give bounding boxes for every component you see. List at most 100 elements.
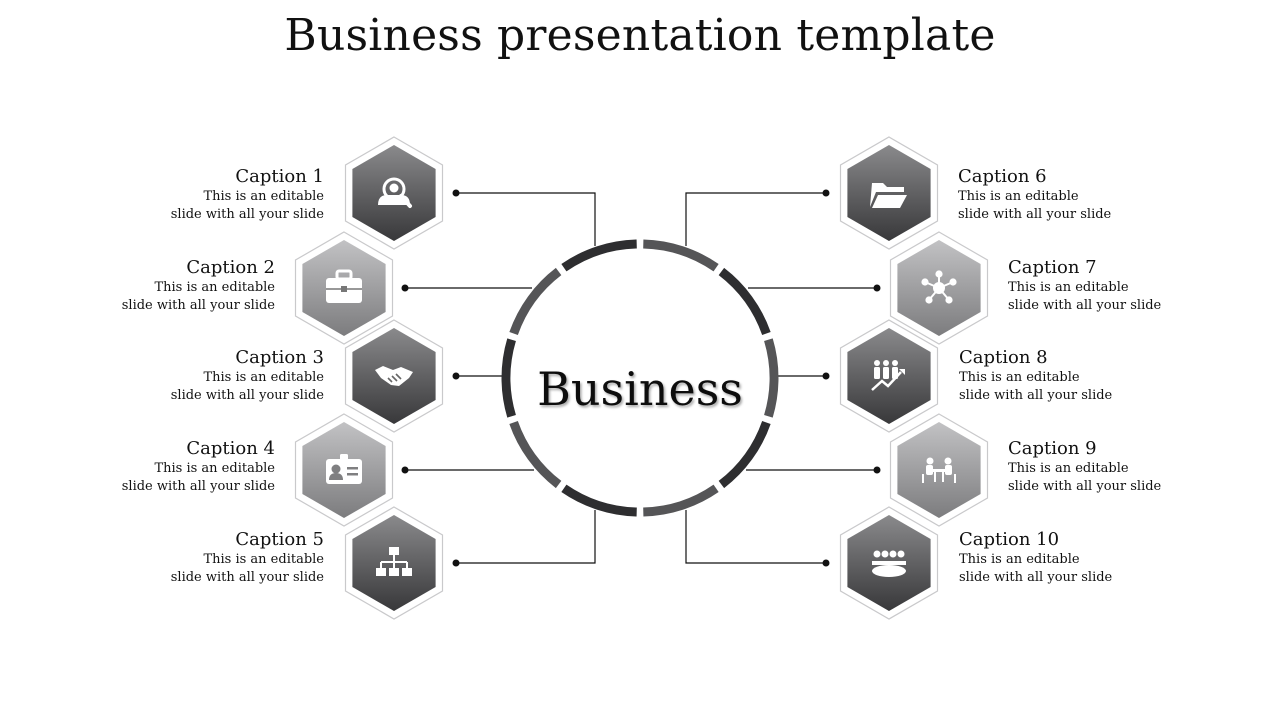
meeting-icon (922, 457, 956, 483)
org-chart-icon (376, 547, 412, 576)
folder-icon-part (872, 195, 907, 208)
network-icon-part (921, 278, 929, 286)
id-card-icon-part (340, 454, 348, 461)
connector-dot (822, 189, 830, 197)
network-icon-part (924, 274, 954, 301)
id-card-icon-part (326, 459, 362, 484)
ring-segment (501, 338, 516, 418)
org-chart-icon-part (389, 568, 399, 576)
conference-icon-part (872, 561, 906, 565)
hexagon-6 (839, 136, 939, 250)
network-icon-part (945, 296, 953, 304)
team-growth-icon-part (871, 371, 902, 391)
org-chart-icon-part (389, 547, 399, 555)
ring-segment (718, 267, 771, 336)
handshake-icon-part (375, 366, 413, 386)
id-card-icon (326, 454, 362, 484)
connector-line (456, 192, 596, 246)
caption-description: This is an editable (958, 189, 1079, 204)
briefcase-icon-part (341, 286, 347, 292)
caption-title: Caption 3 (235, 347, 324, 368)
caption-description: This is an editable (203, 370, 324, 385)
caption-description: This is an editable (1008, 461, 1129, 476)
id-card-icon-part (347, 467, 358, 470)
conference-icon-part (897, 550, 905, 558)
caption-description: This is an editable (203, 552, 324, 567)
caption-description: slide with all your slide (170, 388, 324, 403)
user-search-icon-part (399, 194, 412, 208)
ring-segment (561, 484, 637, 517)
id-card-icon-part (329, 473, 343, 480)
caption-title: Caption 2 (186, 257, 275, 278)
meeting-icon-part (945, 465, 952, 475)
meeting-icon-part (926, 457, 934, 465)
hexagon-fill (352, 145, 436, 241)
caption-title: Caption 4 (186, 438, 275, 459)
caption-description: slide with all your slide (121, 479, 275, 494)
meeting-icon-part (922, 472, 956, 483)
team-growth-icon-part (883, 360, 889, 366)
conference-icon-part (873, 550, 881, 558)
network-icon-part (935, 270, 943, 278)
hexagon-8 (839, 319, 939, 433)
hexagon-1 (344, 136, 444, 250)
ring-segment (561, 239, 637, 272)
connector-line (685, 192, 826, 246)
connector-dot (822, 372, 830, 380)
hexagon-3 (344, 319, 444, 433)
center-label: Business (537, 362, 743, 416)
caption-description: slide with all your slide (959, 570, 1113, 585)
caption-description: slide with all your slide (958, 207, 1112, 222)
connector-dot (873, 466, 881, 474)
folder-icon-part (870, 183, 904, 207)
meeting-icon-part (926, 465, 933, 475)
caption-title: Caption 6 (958, 166, 1047, 187)
team-growth-icon-part (892, 360, 898, 366)
hexagon-4 (294, 413, 394, 527)
caption-description: This is an editable (154, 280, 275, 295)
team-growth-icon-part (883, 367, 889, 379)
ring-segment (509, 267, 562, 336)
connector-dot (452, 189, 460, 197)
caption-description: slide with all your slide (170, 207, 324, 222)
slide-title: Business presentation template (284, 10, 996, 61)
org-chart-icon-part (380, 555, 408, 568)
ring-segment (509, 420, 562, 489)
connector-dot (822, 559, 830, 567)
id-card-icon-part (347, 473, 358, 476)
hexagon-10 (839, 506, 939, 620)
team-growth-icon-part (899, 369, 905, 375)
user-search-icon (378, 177, 412, 208)
network-icon-part (933, 282, 945, 294)
caption-description: This is an editable (959, 552, 1080, 567)
folder-icon (870, 183, 907, 208)
connector-line (685, 510, 826, 564)
connector-dot (401, 284, 409, 292)
connector-dot (873, 284, 881, 292)
caption-description: This is an editable (959, 370, 1080, 385)
handshake-icon (375, 366, 413, 386)
caption-title: Caption 9 (1008, 438, 1097, 459)
ring-segment (764, 338, 779, 418)
caption-description: This is an editable (203, 189, 324, 204)
briefcase-icon-part (335, 269, 353, 281)
conference-icon (872, 550, 906, 577)
team-growth-icon-part (874, 367, 880, 379)
caption-block-6: Caption 6 This is an editable slide with a… (958, 166, 1178, 224)
network-icon-part (925, 296, 933, 304)
connector-dot (452, 372, 460, 380)
org-chart-icon-part (376, 568, 386, 576)
connector-dot (452, 559, 460, 567)
conference-icon-part (872, 565, 906, 577)
ring-segment (718, 420, 771, 489)
hexagon-5 (344, 506, 444, 620)
team-growth-icon-part (874, 360, 880, 366)
caption-block-3: Caption 3 This is an editable slide with a… (104, 347, 324, 405)
connector-line (456, 510, 596, 564)
